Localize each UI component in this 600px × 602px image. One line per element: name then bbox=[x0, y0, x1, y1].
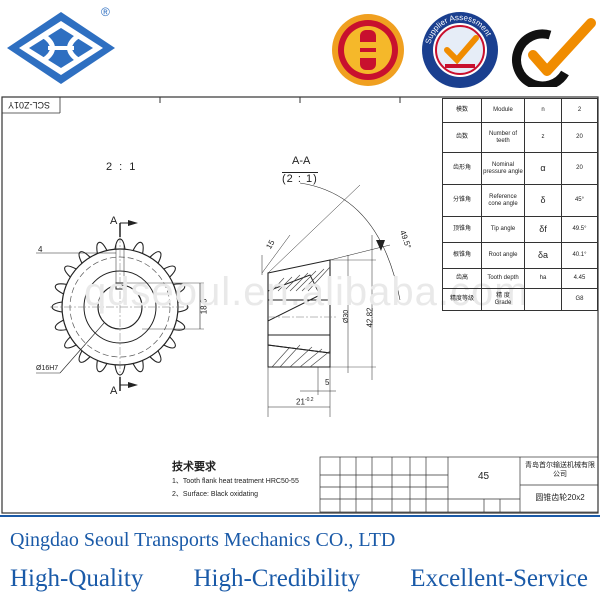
table-row: 精度等级 精 度 Grade G8 bbox=[442, 288, 598, 311]
param-val: 2 bbox=[561, 98, 598, 123]
param-sym: n bbox=[524, 98, 562, 123]
param-en: Tip angle bbox=[481, 216, 525, 243]
dim-21-tol: -0.2 bbox=[304, 397, 314, 403]
param-sym: ha bbox=[524, 268, 562, 289]
parameter-table: 模数 Module n 2 齿数 Number of teeth z 20 齿形… bbox=[442, 98, 598, 311]
param-cn: 齿高 bbox=[442, 268, 482, 289]
param-cn: 分锥角 bbox=[442, 184, 482, 217]
part-code: SCL-Z01Y bbox=[8, 100, 51, 110]
section-title: A-A bbox=[292, 155, 311, 167]
table-row: 分锥角 Reference cone angle δ 45° bbox=[442, 184, 598, 217]
param-sym: δf bbox=[524, 216, 562, 243]
dim-4: 4 bbox=[38, 245, 43, 254]
header: ® Supplier Assessment bbox=[0, 0, 600, 95]
dim-21-value: 21 bbox=[296, 397, 305, 407]
param-cn: 根锥角 bbox=[442, 242, 482, 269]
notes-title: 技术要求 bbox=[172, 461, 216, 473]
param-sym: δ bbox=[524, 184, 562, 217]
gold-round-logo bbox=[332, 14, 404, 86]
param-val: 4.45 bbox=[561, 268, 598, 289]
table-row: 顶锥角 Tip angle δf 49.5° bbox=[442, 216, 598, 243]
registered-mark: ® bbox=[101, 5, 110, 19]
section-label-a-bottom: A bbox=[110, 385, 118, 397]
param-val: 40.1° bbox=[561, 242, 598, 269]
supplier-assessment-badge: Supplier Assessment bbox=[422, 12, 498, 88]
param-sym: z bbox=[524, 122, 562, 153]
param-en: Root angle bbox=[481, 242, 525, 269]
note-1: 1、Tooth flank heat treatment HRC50-55 bbox=[172, 478, 299, 485]
title-block-part-name: 圆锥齿轮20x2 bbox=[535, 493, 585, 502]
param-en: 精 度 Grade bbox=[481, 288, 525, 311]
slogan-credibility: High-Credibility bbox=[193, 565, 361, 592]
table-row: 齿数 Number of teeth z 20 bbox=[442, 122, 598, 153]
param-cn: 顶锥角 bbox=[442, 216, 482, 243]
title-block-company: 青岛首尔输送机械有限公司 bbox=[525, 462, 595, 478]
param-val: 20 bbox=[561, 152, 598, 185]
param-cn: 模数 bbox=[442, 98, 482, 123]
note-2: 2、Surface: Black oxidating bbox=[172, 491, 258, 498]
gear-section-view bbox=[261, 182, 401, 417]
param-en: Module bbox=[481, 98, 525, 123]
dim-5: 5 bbox=[325, 378, 330, 387]
checkmark-logo bbox=[512, 18, 596, 87]
title-block-material: 45 bbox=[478, 471, 490, 482]
slogan-quality: High-Quality bbox=[10, 565, 144, 592]
param-en: Number of teeth bbox=[481, 122, 525, 153]
gear-teeth bbox=[51, 238, 189, 376]
title-block-grid bbox=[319, 456, 599, 513]
param-val: 45° bbox=[561, 184, 598, 217]
slogan-service: Excellent-Service bbox=[410, 565, 588, 592]
param-val: 20 bbox=[561, 122, 598, 153]
param-val: 49.5° bbox=[561, 216, 598, 243]
param-en: Nominal pressure angle bbox=[481, 152, 525, 185]
param-cn: 精度等级 bbox=[442, 288, 482, 311]
param-en: Tooth depth bbox=[481, 268, 525, 289]
notes-list: 1、Tooth flank heat treatment HRC50-55 2、… bbox=[172, 475, 299, 501]
drawing-frame bbox=[1, 96, 599, 514]
technical-drawing: SCL-Z01Y 2 : 1 A-A (2 : 1) A A 4 18.8 Ø1… bbox=[0, 95, 600, 515]
table-row: 模数 Module n 2 bbox=[442, 98, 598, 123]
table-row: 根锥角 Root angle δa 40.1° bbox=[442, 242, 598, 269]
scale-left: 2 : 1 bbox=[106, 161, 138, 173]
param-val: G8 bbox=[561, 288, 598, 311]
section-scale: (2 : 1) bbox=[282, 172, 318, 185]
gear-front-view bbox=[36, 220, 204, 391]
section-label-a-top: A bbox=[110, 215, 118, 227]
param-sym: α bbox=[524, 152, 562, 185]
dim-21: 21-0.2 bbox=[296, 397, 314, 407]
dim-bore: Ø16H7 bbox=[36, 365, 59, 372]
table-row: 齿形角 Nominal pressure angle α 20 bbox=[442, 152, 598, 185]
company-name: Qingdao Seoul Transports Mechanics CO., … bbox=[10, 529, 396, 551]
company-diamond-logo bbox=[7, 12, 115, 84]
param-cn: 齿数 bbox=[442, 122, 482, 153]
param-sym: δa bbox=[524, 242, 562, 269]
param-en: Reference cone angle bbox=[481, 184, 525, 217]
table-row: 齿高 Tooth depth ha 4.45 bbox=[442, 268, 598, 289]
footer: Qingdao Seoul Transports Mechanics CO., … bbox=[0, 515, 600, 602]
param-cn: 齿形角 bbox=[442, 152, 482, 185]
slogans: High-Quality High-Credibility Excellent-… bbox=[10, 565, 600, 593]
param-sym bbox=[524, 288, 562, 311]
